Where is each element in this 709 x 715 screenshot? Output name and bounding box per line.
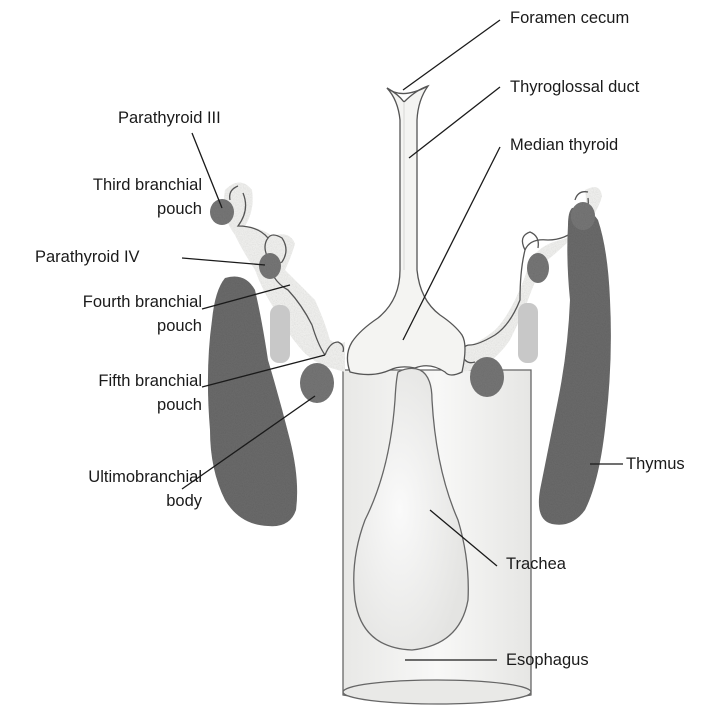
label-trachea: Trachea — [506, 554, 566, 574]
label-ultimobranchial-body-line2: body — [88, 491, 202, 511]
pouch-shadow-right — [518, 303, 538, 363]
label-parathyroid-iii: Parathyroid III — [118, 108, 221, 128]
leader-thyroglossal-duct — [409, 87, 500, 158]
label-third-branchial-pouch: Third branchial pouch — [93, 175, 202, 219]
parathyroid-iv-right — [527, 253, 549, 283]
label-third-branchial-pouch-line2: pouch — [93, 199, 202, 219]
label-ultimobranchial-body-line1: Ultimobranchial — [88, 467, 202, 487]
label-esophagus: Esophagus — [506, 650, 589, 670]
ultimobranchial-body-left — [300, 363, 334, 403]
label-median-thyroid: Median thyroid — [510, 135, 618, 155]
label-fifth-branchial-pouch: Fifth branchial pouch — [98, 371, 202, 415]
label-ultimobranchial-body: Ultimobranchial body — [88, 467, 202, 511]
label-fifth-branchial-pouch-line1: Fifth branchial — [98, 371, 202, 391]
ultimobranchial-body-right — [470, 357, 504, 397]
label-fourth-branchial-pouch-line1: Fourth branchial — [83, 292, 202, 312]
leader-foramen-cecum — [403, 20, 500, 90]
label-thymus: Thymus — [626, 454, 685, 474]
parathyroid-iii-right — [571, 202, 595, 230]
label-fourth-branchial-pouch-line2: pouch — [83, 316, 202, 336]
label-parathyroid-iv: Parathyroid IV — [35, 247, 140, 267]
label-fifth-branchial-pouch-line2: pouch — [98, 395, 202, 415]
median-thyroid-and-duct — [347, 86, 465, 375]
label-thyroglossal-duct: Thyroglossal duct — [510, 77, 639, 97]
parathyroid-iv-left — [259, 253, 281, 279]
pouch-shadow-left — [270, 305, 290, 363]
parathyroid-iii-left — [210, 199, 234, 225]
label-fourth-branchial-pouch: Fourth branchial pouch — [83, 292, 202, 336]
label-third-branchial-pouch-line1: Third branchial — [93, 175, 202, 195]
label-foramen-cecum: Foramen cecum — [510, 8, 629, 28]
